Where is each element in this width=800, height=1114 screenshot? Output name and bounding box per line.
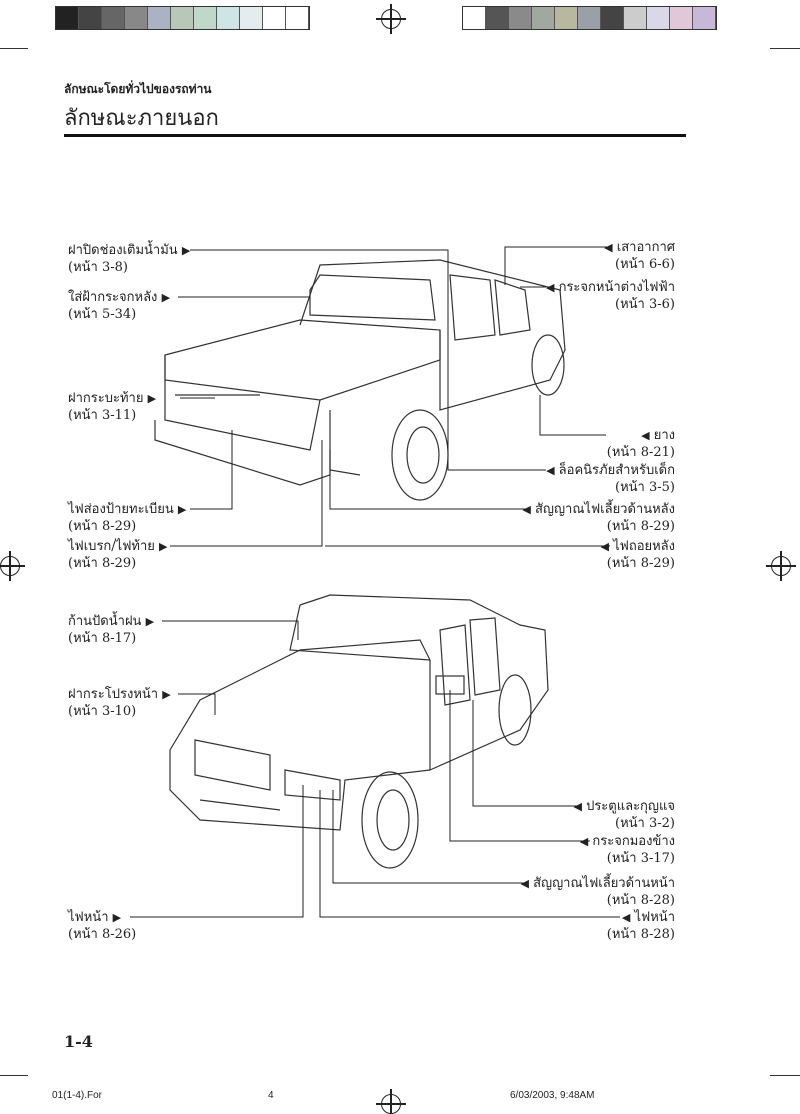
footer-filename: 01(1-4).For — [52, 1090, 103, 1101]
gray-color-bar — [55, 6, 310, 30]
arrow-right-icon: ▶ — [112, 911, 122, 924]
label-text: ไฟส่องป้ายทะเบียน — [68, 502, 174, 517]
page-ref: (หน้า 8-29) — [606, 556, 675, 571]
label-text: ไฟหน้า — [68, 910, 109, 925]
page-ref: (หน้า 3-8) — [68, 260, 128, 275]
label-rear-turn-signal: ◀ สัญญาณไฟเลี้ยวด้านหลัง (หน้า 8-29) — [522, 501, 675, 535]
label-text: ฝาปิดช่องเติมน้ำมัน — [68, 243, 178, 258]
label-text: ไฟหน้า — [634, 910, 676, 925]
label-text: สัญญาณไฟเลี้ยวด้านหน้า — [533, 876, 675, 891]
arrow-right-icon: ▶ — [181, 244, 191, 257]
page-ref: (หน้า 3-2) — [615, 816, 675, 831]
arrow-left-icon: ◀ — [641, 429, 650, 442]
label-rear-defroster: ใส่ฝ้ากระจกหลัง ▶ (หน้า 5-34) — [68, 289, 170, 323]
arrow-right-icon: ▶ — [145, 615, 155, 628]
registration-mark-icon — [0, 551, 25, 581]
page-ref: (หน้า 3-11) — [68, 408, 137, 423]
arrow-right-icon: ▶ — [177, 503, 187, 516]
label-text: ฝากระโปรงหน้า — [68, 687, 159, 702]
label-fuel-filler-door: ฝาปิดช่องเติมน้ำมัน ▶ (หน้า 3-8) — [68, 242, 190, 276]
page-ref: (หน้า 8-29) — [606, 519, 675, 534]
label-text: กระจกหน้าต่างไฟฟ้า — [558, 280, 675, 295]
label-text: ใส่ฝ้ากระจกหลัง — [68, 290, 158, 305]
page-ref: (หน้า 8-29) — [68, 556, 137, 571]
label-front-turn-signal: ◀ สัญญาณไฟเลี้ยวด้านหน้า (หน้า 8-28) — [520, 875, 675, 909]
label-headlight-right: ◀ ไฟหน้า (หน้า 8-28) — [607, 909, 675, 943]
footer-sheet: 4 — [268, 1090, 274, 1101]
label-text: สัญญาณไฟเลี้ยวด้านหลัง — [534, 502, 675, 517]
label-license-plate-light: ไฟส่องป้ายทะเบียน ▶ (หน้า 8-29) — [68, 501, 186, 535]
color-calibration-bar — [462, 6, 717, 30]
page-ref: (หน้า 8-28) — [606, 927, 675, 942]
label-wipers: ก้านปัดน้ำฝน ▶ (หน้า 8-17) — [68, 613, 154, 647]
label-brake-tail-light: ไฟเบรก/ไฟท้าย ▶ (หน้า 8-29) — [68, 538, 168, 572]
label-text: กระจกมองข้าง — [592, 834, 675, 849]
crop-mark — [0, 1075, 28, 1076]
label-power-windows: ◀ กระจกหน้าต่างไฟฟ้า (หน้า 3-6) — [546, 279, 675, 313]
label-side-mirror: ◀ กระจกมองข้าง (หน้า 3-17) — [580, 833, 675, 867]
arrow-left-icon: ◀ — [600, 540, 609, 553]
arrow-left-icon: ◀ — [522, 503, 531, 516]
page-number: 1-4 — [64, 1032, 93, 1051]
footer-datetime: 6/03/2003, 9:48AM — [510, 1090, 595, 1101]
page-ref: (หน้า 8-21) — [606, 445, 675, 460]
label-tires: ◀ ยาง (หน้า 8-21) — [607, 427, 675, 461]
label-text: ประตูและกุญแจ — [586, 799, 675, 814]
page-ref: (หน้า 5-34) — [68, 307, 137, 322]
label-antenna: ◀ เสาอากาศ (หน้า 6-6) — [604, 239, 675, 273]
page-ref: (หน้า 3-6) — [615, 297, 675, 312]
arrow-left-icon: ◀ — [520, 877, 529, 890]
page-ref: (หน้า 3-5) — [615, 480, 675, 495]
registration-mark-icon — [766, 551, 796, 581]
registration-mark-icon — [376, 4, 406, 34]
page-ref: (หน้า 8-29) — [68, 519, 137, 534]
arrow-right-icon: ▶ — [147, 392, 157, 405]
front-truck-drawing — [169, 594, 549, 869]
label-headlight-left: ไฟหน้า ▶ (หน้า 8-26) — [68, 909, 136, 943]
arrow-left-icon: ◀ — [621, 911, 631, 924]
label-text: ล็อคนิรภัยสำหรับเด็ก — [558, 463, 675, 478]
arrow-left-icon: ◀ — [573, 800, 582, 813]
label-hood: ฝากระโปรงหน้า ▶ (หน้า 3-10) — [68, 686, 171, 720]
label-text: ไฟเบรก/ไฟท้าย — [68, 539, 155, 554]
arrow-left-icon: ◀ — [546, 464, 555, 477]
crop-mark — [0, 48, 28, 49]
arrow-right-icon: ▶ — [162, 688, 171, 701]
label-tailgate: ฝากระบะท้าย ▶ (หน้า 3-11) — [68, 390, 156, 424]
page-ref: (หน้า 8-26) — [68, 927, 137, 942]
arrow-left-icon: ◀ — [545, 281, 555, 294]
label-child-lock: ◀ ล็อคนิรภัยสำหรับเด็ก (หน้า 3-5) — [546, 462, 675, 496]
crop-mark — [770, 48, 800, 49]
page-ref: (หน้า 8-28) — [606, 893, 675, 908]
label-text: ไฟถอยหลัง — [613, 539, 675, 554]
page-ref: (หน้า 6-6) — [615, 257, 675, 272]
page-ref: (หน้า 8-17) — [68, 631, 137, 646]
title-rule — [64, 134, 686, 137]
label-text: ยาง — [653, 428, 675, 443]
label-text: เสาอากาศ — [616, 240, 675, 255]
crop-mark — [770, 1075, 800, 1076]
page-ref: (หน้า 3-10) — [68, 704, 137, 719]
arrow-left-icon: ◀ — [604, 241, 613, 254]
section-heading: ลักษณะโดยทั่วไปของรถท่าน — [64, 82, 212, 96]
leader-lines — [130, 246, 620, 918]
label-backup-light: ◀ ไฟถอยหลัง (หน้า 8-29) — [600, 538, 675, 572]
arrow-right-icon: ▶ — [159, 540, 168, 553]
label-doors-keys: ◀ ประตูและกุญแจ (หน้า 3-2) — [573, 798, 675, 832]
page-ref: (หน้า 3-17) — [606, 851, 675, 866]
arrow-left-icon: ◀ — [579, 835, 589, 848]
page-title: ลักษณะภายนอก — [64, 106, 219, 131]
rear-truck-drawing — [154, 259, 566, 501]
label-text: ฝากระบะท้าย — [68, 391, 144, 406]
label-text: ก้านปัดน้ำฝน — [68, 614, 142, 629]
arrow-right-icon: ▶ — [161, 291, 171, 304]
